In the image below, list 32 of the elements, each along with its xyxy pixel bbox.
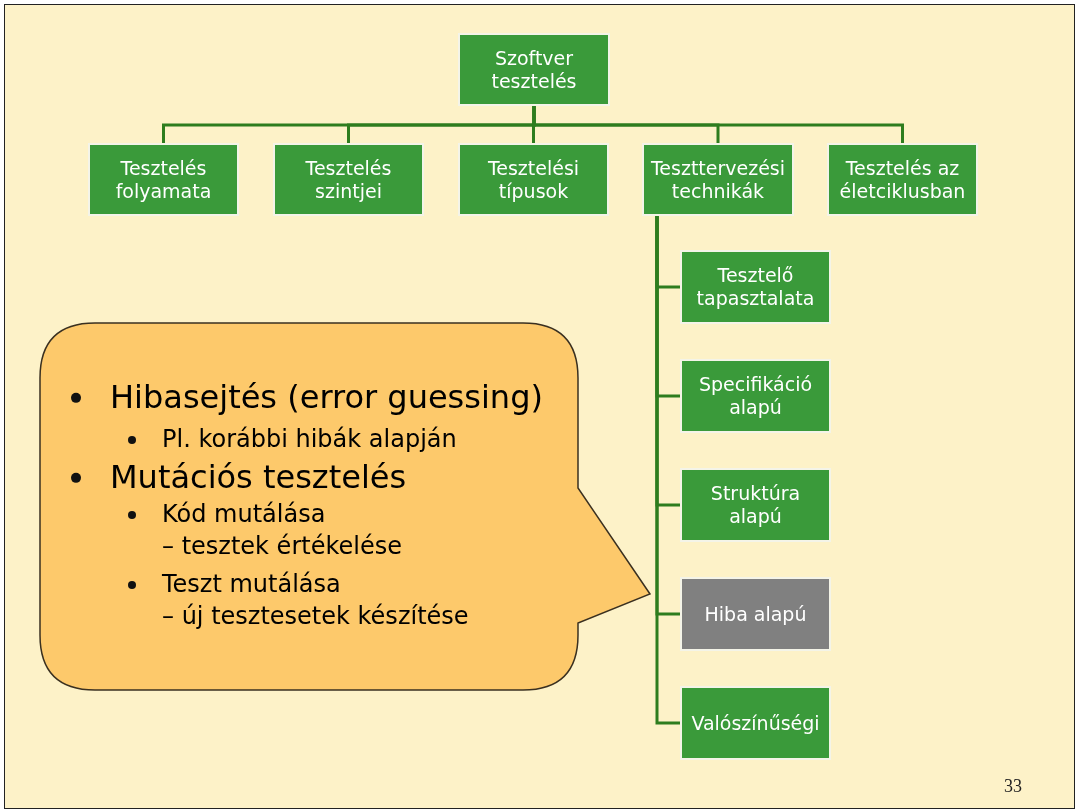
bullet-item: Pl. korábbi hibák alapján <box>162 425 457 453</box>
bullet-item: Kód mutálása <box>162 500 326 528</box>
box-label: Hiba alapú <box>704 602 807 626</box>
topic-box <box>827 143 978 216</box>
box-label: Struktúra alapú <box>709 482 802 528</box>
topic-box <box>458 143 609 216</box>
box-label: Tesztelés szintjei <box>304 156 393 203</box>
box-label: Specifikáció alapú <box>697 373 814 419</box>
topic-box <box>642 143 794 216</box>
box-label: Teszttervezési technikák <box>649 156 787 203</box>
box-label: Tesztelési típusok <box>486 156 581 203</box>
topic-box <box>680 250 831 324</box>
topic-box <box>680 359 831 433</box>
box-label: Tesztelő tapasztalata <box>695 264 816 310</box>
bullet-item: – új tesztesetek készítése <box>162 602 469 630</box>
bullet-item: Hibasejtés (error guessing) <box>110 378 543 416</box>
bullet-item: – tesztek értékelése <box>162 532 402 560</box>
connector-line <box>532 106 904 143</box>
topic-box <box>458 33 610 106</box>
topic-box <box>680 468 831 542</box>
connector-line <box>655 216 680 725</box>
box-label: Szoftver tesztelés <box>490 46 578 93</box>
topic-box <box>88 143 239 216</box>
topic-box <box>680 686 831 760</box>
bullet-item: Mutációs tesztelés <box>110 458 407 496</box>
bullet-item: Teszt mutálása <box>162 570 341 598</box>
box-label: Tesztelés az életciklusban <box>838 156 967 203</box>
box-label: Tesztelés folyamata <box>114 156 213 203</box>
box-label: Valószínűségi <box>691 711 820 735</box>
page-number: 33 <box>1004 776 1022 797</box>
highlighted-box <box>680 577 831 651</box>
topic-box <box>273 143 424 216</box>
